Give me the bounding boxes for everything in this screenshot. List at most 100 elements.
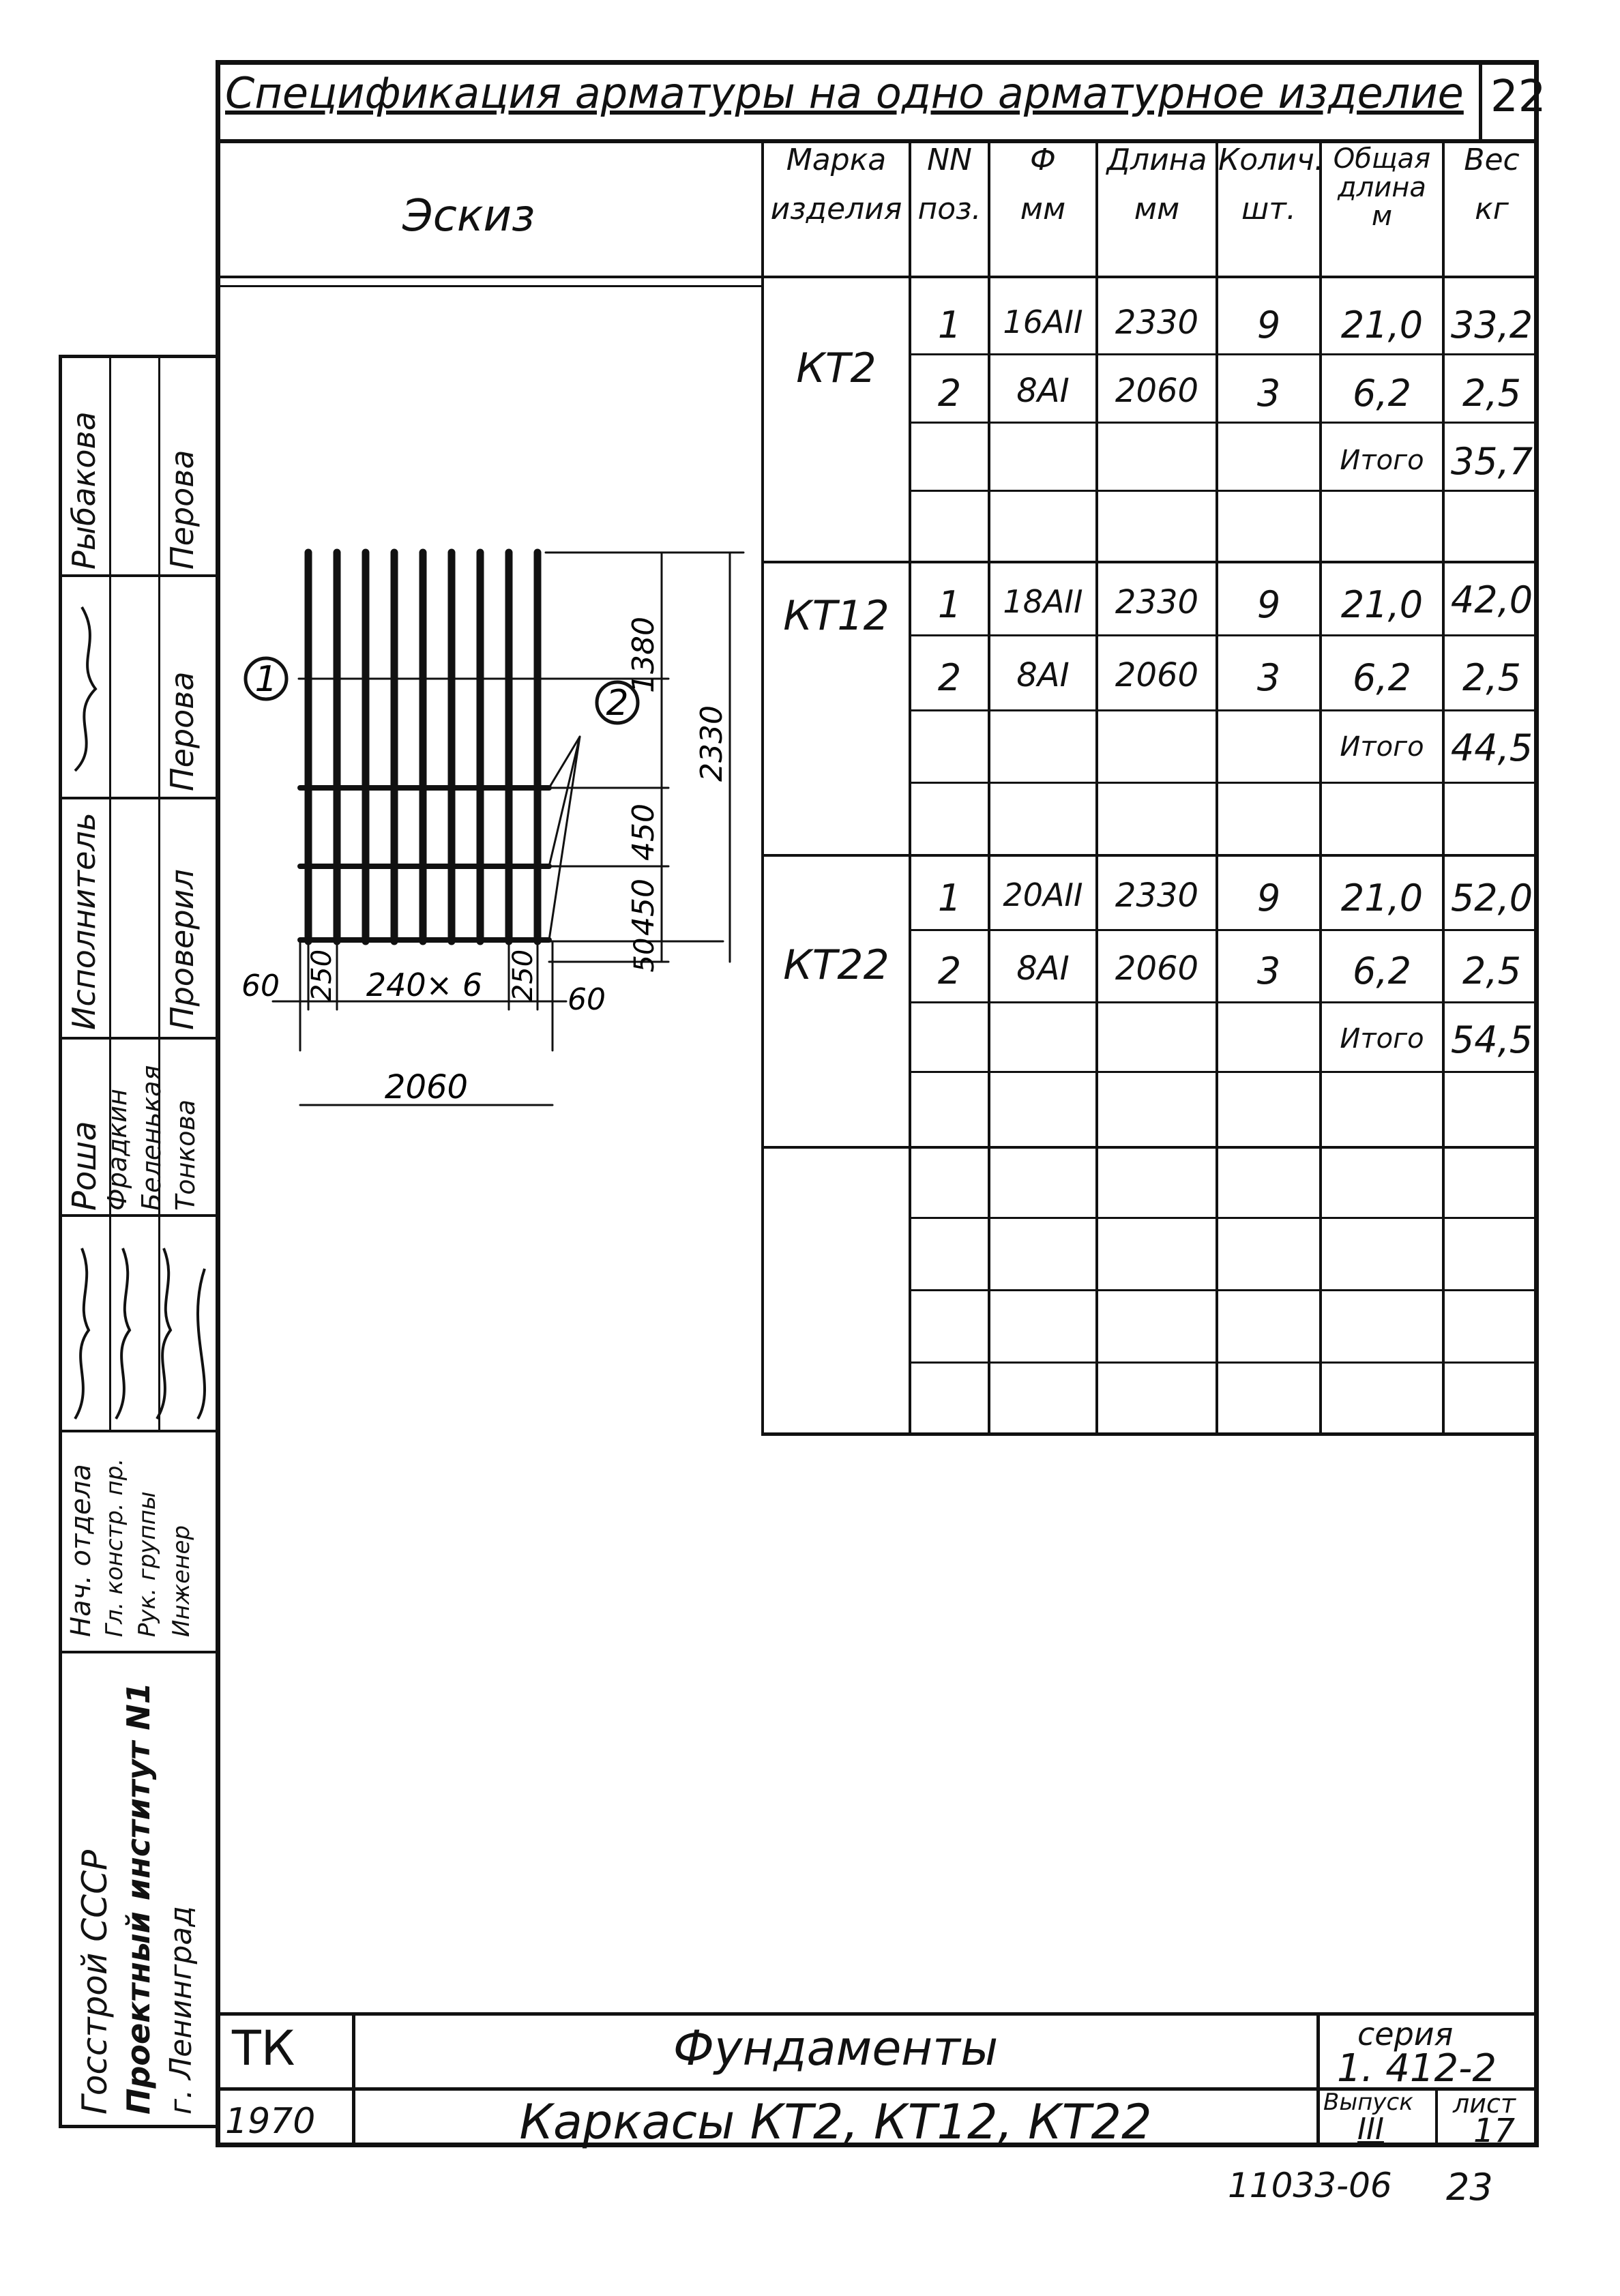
header-diam: Ф мм xyxy=(990,145,1095,225)
title-rule xyxy=(216,139,1539,143)
dim-250-left: 250 xyxy=(306,950,338,1001)
g1-total-label: Итого xyxy=(1340,445,1424,476)
group-line xyxy=(761,561,1539,563)
g1-r1-pos: 1 xyxy=(937,304,962,347)
col-line-diam xyxy=(988,139,990,1435)
stamp-name-tonkova: Тонкова xyxy=(171,1099,201,1211)
g1-r2-weight: 2,5 xyxy=(1462,372,1521,415)
footer-issue-label: Выпуск xyxy=(1323,2089,1413,2116)
g3-r1-qty: 9 xyxy=(1256,877,1281,919)
header-rule-double xyxy=(216,285,761,287)
header-weight: Вес кг xyxy=(1445,145,1539,225)
row-line xyxy=(909,634,1539,636)
stamp-line xyxy=(158,355,160,1432)
footer-sheet: 17 xyxy=(1473,2112,1516,2150)
header-total-line2: длина xyxy=(1338,172,1426,203)
stamp-pos-engineer: Инженер xyxy=(168,1525,195,1637)
footer-line xyxy=(1316,2012,1320,2147)
dim-50: 50 xyxy=(629,938,660,973)
dim-450a: 450 xyxy=(626,804,661,861)
g3-total-label: Итого xyxy=(1340,1023,1424,1055)
row-line xyxy=(909,1289,1539,1291)
callout-leader xyxy=(548,735,581,941)
col-line-qty xyxy=(1216,139,1218,1435)
dim-2060: 2060 xyxy=(385,1068,468,1106)
g2-total-weight: 44,5 xyxy=(1450,726,1533,769)
stamp-role-executor: Исполнитель xyxy=(65,812,102,1030)
stamp-line xyxy=(59,574,216,577)
signature-block xyxy=(74,1248,206,1420)
g2-r2-total: 6,2 xyxy=(1353,656,1411,699)
row-line xyxy=(909,1217,1539,1219)
dim-250-right: 250 xyxy=(507,950,539,1001)
stamp-pos-chief: Гл. констр. пр. xyxy=(101,1458,128,1637)
header-diam-line1: Ф xyxy=(1030,143,1056,177)
header-weight-line1: Вес xyxy=(1464,143,1520,177)
stamp-line xyxy=(59,1037,216,1040)
table-bottom-rule xyxy=(761,1432,1539,1436)
row-line xyxy=(909,709,1539,711)
header-qty-line1: Колич. xyxy=(1218,143,1324,177)
g2-total-label: Итого xyxy=(1340,731,1424,763)
col-line-total xyxy=(1319,139,1322,1435)
g1-r2-total: 6,2 xyxy=(1353,372,1411,415)
dim-1380: 1380 xyxy=(626,617,661,693)
g2-r2-weight: 2,5 xyxy=(1462,656,1521,699)
g1-r2-length: 2060 xyxy=(1115,372,1199,410)
footer-year: 1970 xyxy=(225,2101,316,2142)
group-line xyxy=(761,854,1539,857)
row-line xyxy=(909,929,1539,931)
callout-1-label: 1 xyxy=(254,659,277,700)
header-pos: NN поз. xyxy=(911,145,988,225)
g1-r1-weight: 33,2 xyxy=(1450,304,1533,347)
g3-r2-weight: 2,5 xyxy=(1462,950,1521,992)
stamp-pos-head: Нач. отдела xyxy=(65,1464,97,1637)
dim-2330: 2330 xyxy=(694,705,729,782)
footer-series: 1. 412-2 xyxy=(1337,2046,1497,2091)
callout-2-label: 2 xyxy=(606,683,628,724)
drawing-frame xyxy=(216,60,1539,2147)
callout-leader xyxy=(548,735,581,789)
footer-issue: III xyxy=(1357,2112,1384,2147)
g3-r1-diam: 20АII xyxy=(1003,877,1083,913)
g2-r2-pos: 2 xyxy=(937,656,962,699)
dim-60-right: 60 xyxy=(568,982,606,1017)
dim-spacing: 240× 6 xyxy=(366,967,482,1003)
stamp-name-belenkaya: Беленькая xyxy=(136,1065,166,1211)
g2-r1-total: 21,0 xyxy=(1340,583,1424,626)
doc-code: 11033-06 xyxy=(1228,2166,1392,2205)
g3-r2-qty: 3 xyxy=(1256,950,1281,992)
footer-rule xyxy=(216,2012,1539,2016)
g3-r2-diam: 8АI xyxy=(1016,950,1070,988)
stamp-line xyxy=(59,1651,216,1653)
footer-name: Каркасы КТ2, КТ12, КТ22 xyxy=(519,2094,1152,2150)
header-length-line2: мм xyxy=(1134,192,1180,226)
row-line xyxy=(909,1362,1539,1364)
g2-r1-length: 2330 xyxy=(1115,583,1199,621)
page-number: 23 xyxy=(1446,2166,1493,2209)
g3-r1-total: 21,0 xyxy=(1340,877,1424,919)
top-sheet-number: 22 xyxy=(1490,72,1546,122)
g3-r1-weight: 52,0 xyxy=(1450,877,1533,919)
stamp-line xyxy=(59,1430,216,1432)
g2-r1-qty: 9 xyxy=(1256,583,1281,626)
g1-r1-qty: 9 xyxy=(1256,304,1281,347)
header-total-line3: м xyxy=(1371,201,1393,232)
footer-line xyxy=(352,2012,355,2147)
group-line xyxy=(761,1146,1539,1149)
header-total-length: Общая длина м xyxy=(1322,145,1442,231)
g2-r1-weight: 42,0 xyxy=(1450,578,1533,621)
footer-series-label: серия xyxy=(1357,2016,1454,2052)
stamp-name-perova-2: Перова xyxy=(164,671,201,791)
dim-60-left: 60 xyxy=(241,969,280,1003)
callout-circle-2 xyxy=(595,680,640,725)
g2-r2-length: 2060 xyxy=(1115,656,1199,694)
header-length: Длина мм xyxy=(1098,145,1216,225)
header-qty: Колич. шт. xyxy=(1218,143,1324,226)
g1-r1-length: 2330 xyxy=(1115,304,1199,342)
stamp-org-city: г. Ленинград xyxy=(164,1906,198,2115)
header-length-line1: Длина xyxy=(1106,143,1207,177)
header-qty-line2: шт. xyxy=(1241,192,1296,226)
footer-sheet-label: лист xyxy=(1453,2089,1516,2119)
footer-subject: Фундаменты xyxy=(673,2020,999,2076)
